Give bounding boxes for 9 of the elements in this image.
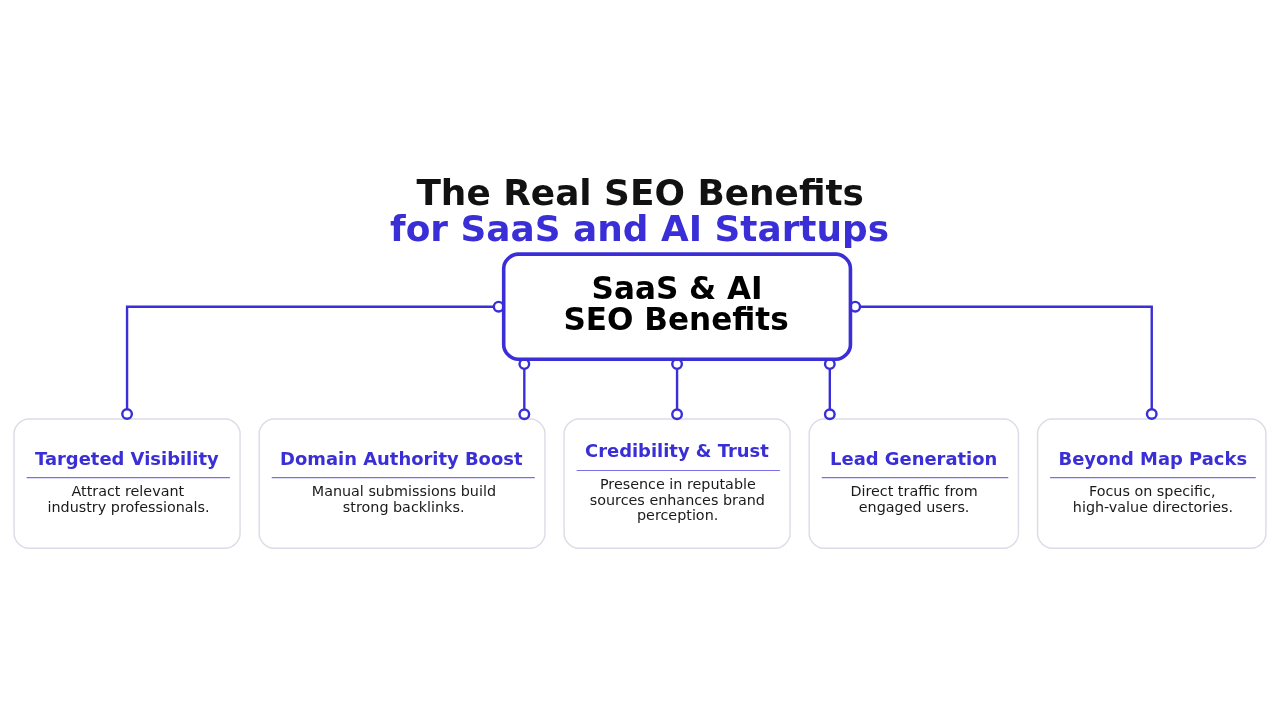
connector: [849, 300, 1158, 420]
node-box: Targeted Visibility Attract relevant industry professionals.: [13, 417, 241, 549]
node-box: Beyond Map Packs Focus on specific, high-value directories.: [1036, 417, 1267, 549]
node-box: SaaS & AI SEO Benefits: [501, 251, 853, 361]
node-box: Lead Generation Direct traffic from engaged users.: [808, 417, 1020, 549]
node-box: Credibility & Trust Presence in reputable sources enhances brand perception.: [563, 417, 791, 549]
connector: [121, 300, 505, 420]
node-box: Domain Authority Boost Manual submissions build strong backlinks.: [258, 417, 546, 549]
diagram-title: The Real SEO Benefits for SaaS and AI Startups: [390, 171, 890, 249]
